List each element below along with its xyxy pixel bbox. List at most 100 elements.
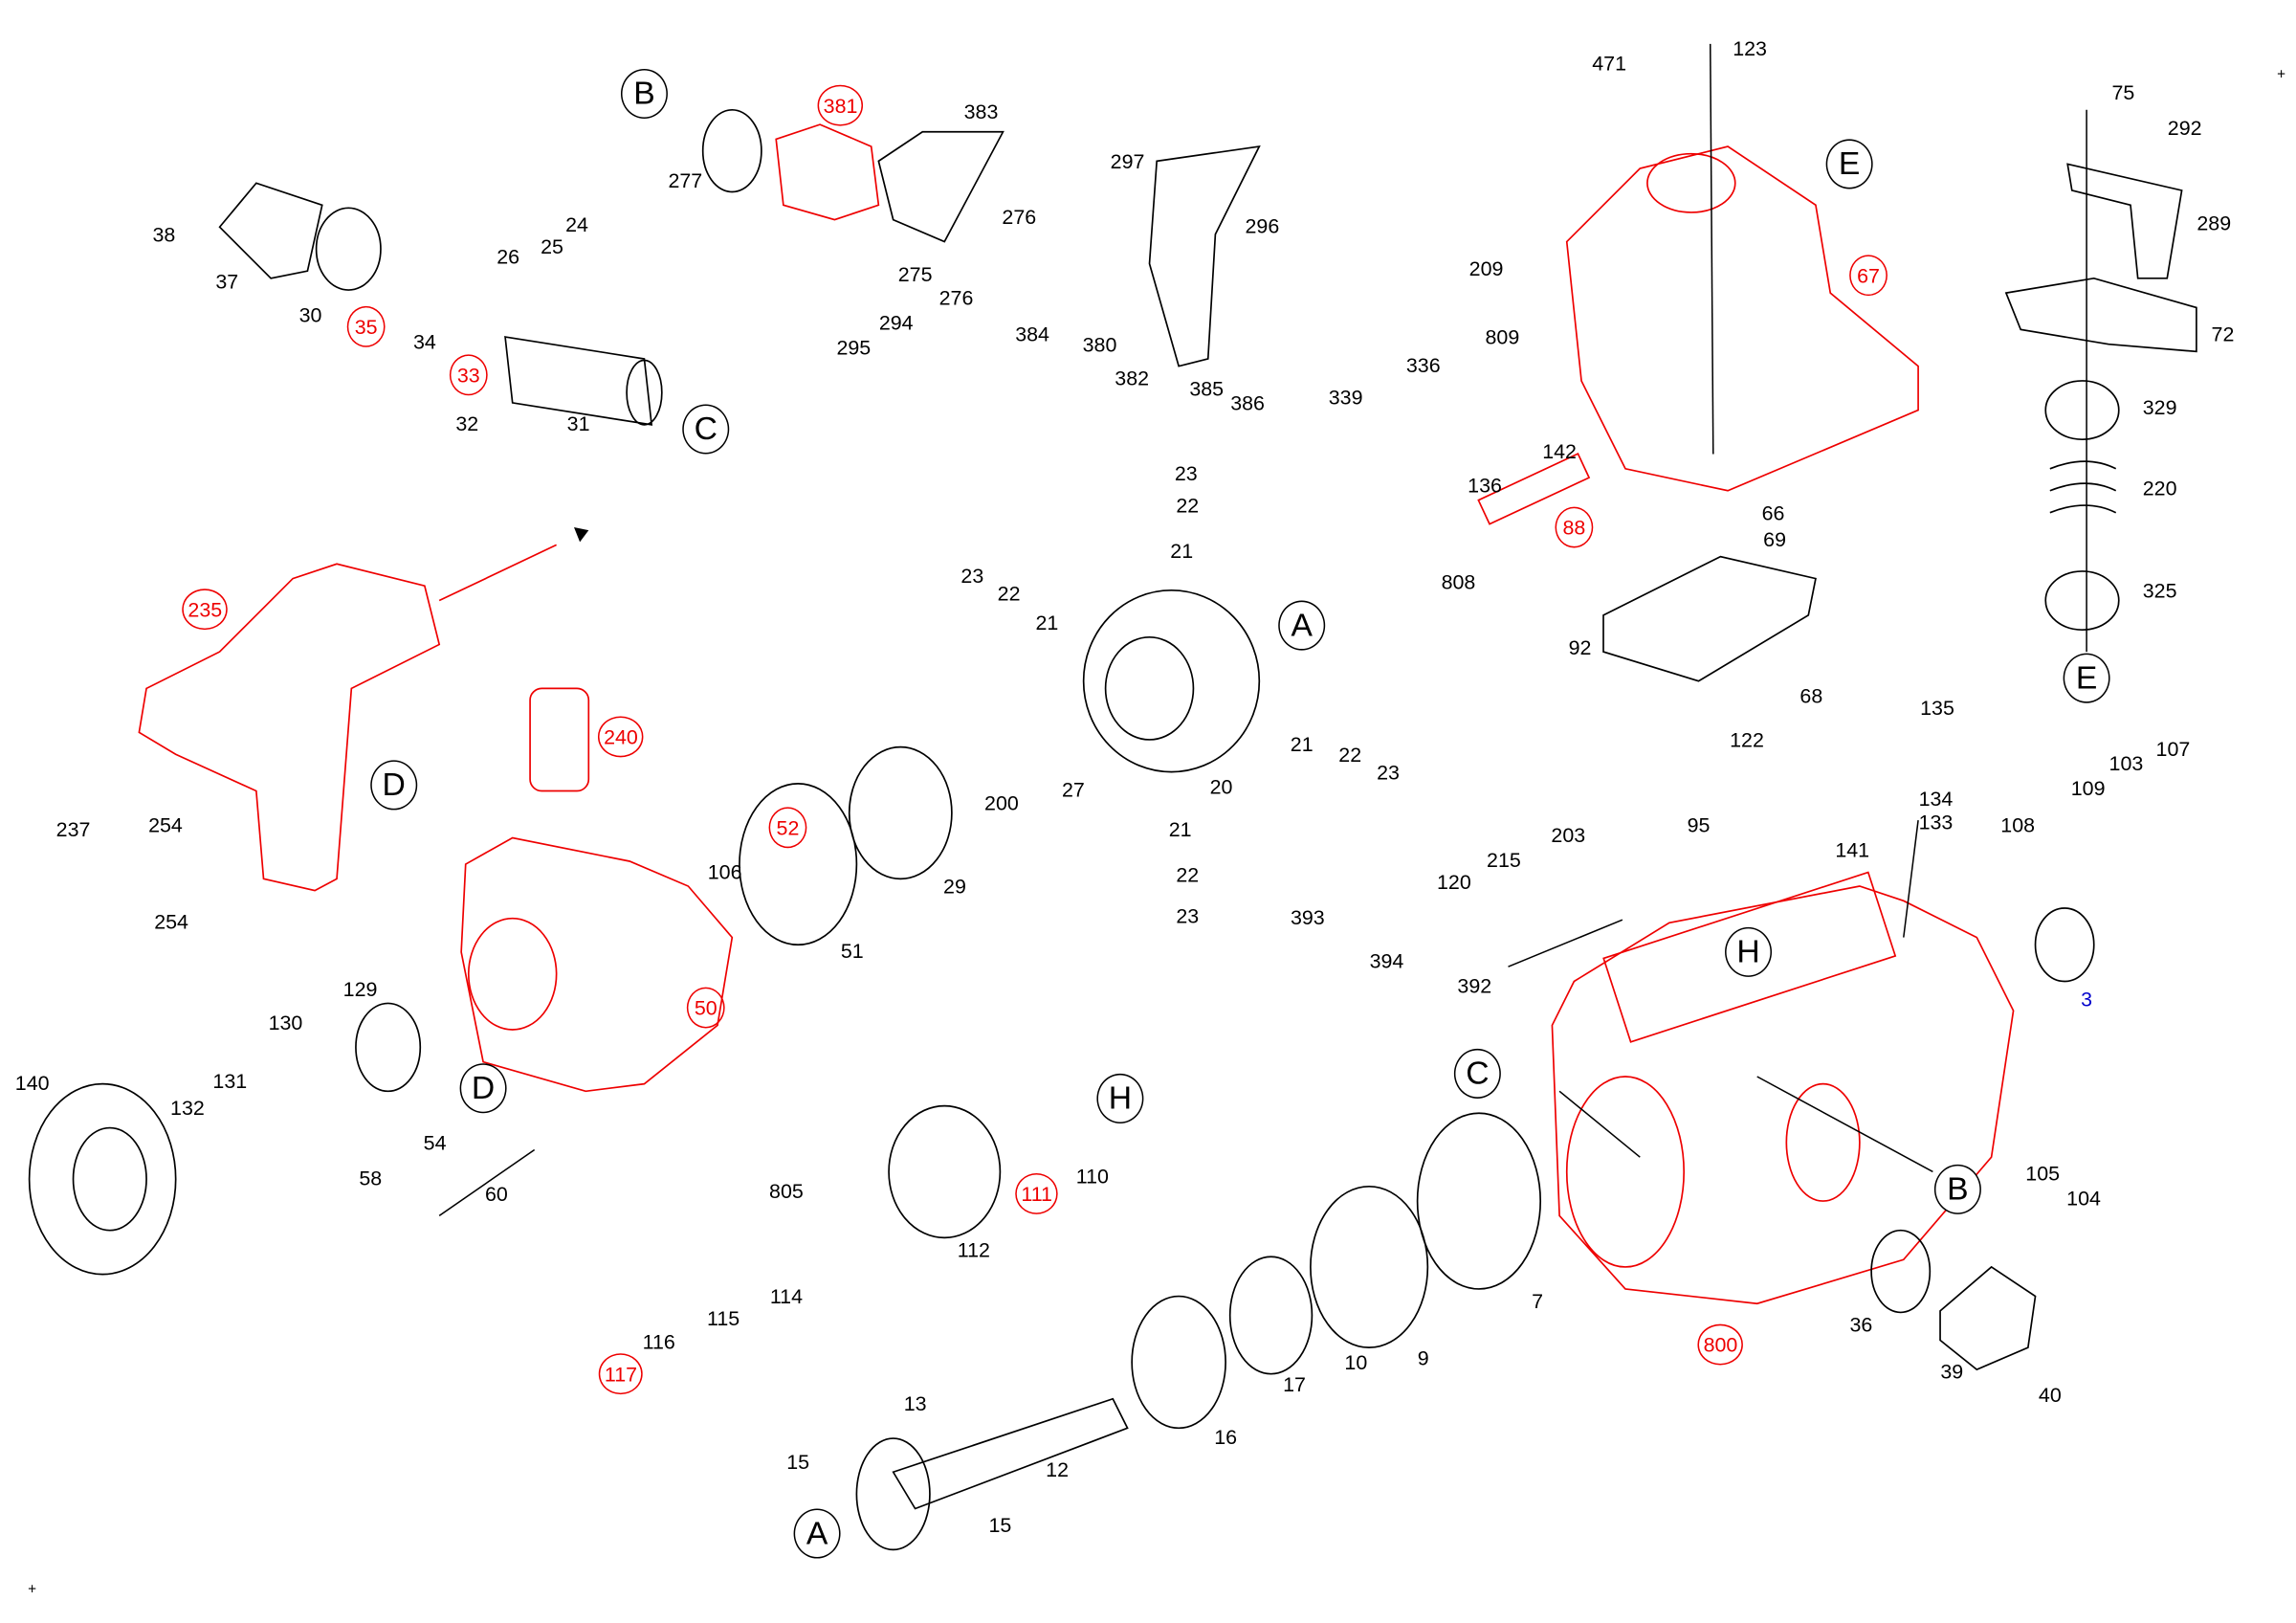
highlighted-part-label: 240 xyxy=(597,716,644,758)
part-number-label: 254 xyxy=(148,812,183,836)
part-number-label: 209 xyxy=(1468,256,1504,280)
hub-A xyxy=(855,1437,931,1551)
reference-marker-h: H xyxy=(1096,1073,1144,1123)
part-number-label: 75 xyxy=(2111,80,2135,104)
sleeve-end xyxy=(626,359,663,426)
part-number-label: 23 xyxy=(1176,903,1200,927)
part-number-label: 51 xyxy=(840,939,864,963)
plate-7 xyxy=(1416,1112,1542,1290)
highlighted-part-label: 88 xyxy=(1555,506,1594,548)
part-number-label: 805 xyxy=(769,1179,804,1203)
washer-17 xyxy=(1228,1256,1314,1375)
distributor-head-50 xyxy=(460,836,734,1093)
part-number-label: 22 xyxy=(1338,743,1362,767)
part-number-label: 104 xyxy=(2066,1186,2101,1211)
part-number-label: 292 xyxy=(2167,115,2202,140)
part-number-label: 120 xyxy=(1437,870,1471,894)
housing-bore xyxy=(1565,1076,1686,1268)
part-number-label: 115 xyxy=(707,1306,740,1330)
lever-289 xyxy=(2066,163,2183,279)
part-number-label: 380 xyxy=(1082,332,1117,356)
reference-marker-c: C xyxy=(1453,1048,1501,1099)
part-number-label: 254 xyxy=(154,909,188,933)
plate-72 xyxy=(2004,277,2197,353)
reference-marker-d: D xyxy=(370,760,418,811)
part-number-label: 809 xyxy=(1485,324,1520,349)
part-number-label: 68 xyxy=(1799,683,1823,708)
gasket-92 xyxy=(1602,555,1817,682)
part-number-label: 112 xyxy=(957,1237,990,1261)
part-number-label: 297 xyxy=(1110,149,1145,173)
plate-9 xyxy=(1310,1185,1429,1348)
part-number-label: 200 xyxy=(984,790,1019,815)
o-ring-51 xyxy=(739,783,858,946)
part-number-label: 69 xyxy=(1763,527,1787,551)
part-number-label: 24 xyxy=(565,211,588,236)
part-number-label: 22 xyxy=(997,581,1021,606)
leader-line xyxy=(438,1148,536,1217)
part-number-label: 382 xyxy=(1115,366,1150,390)
disc-29 xyxy=(848,745,953,880)
part-number-label: 16 xyxy=(1214,1425,1238,1449)
blue-part-label: 3 xyxy=(2081,987,2093,1012)
part-number-label: 109 xyxy=(2070,776,2106,800)
part-number-label: 123 xyxy=(1733,36,1767,60)
part-number-label: 294 xyxy=(878,310,914,334)
part-number-label: 12 xyxy=(1046,1456,1070,1481)
cover-dome xyxy=(1646,152,1736,213)
part-number-label: 471 xyxy=(1592,51,1627,76)
part-number-label: 129 xyxy=(342,976,378,1001)
solenoid-240 xyxy=(529,687,590,792)
part-number-label: 15 xyxy=(988,1513,1012,1537)
part-number-label: 339 xyxy=(1328,385,1363,410)
part-number-label: 34 xyxy=(412,329,436,353)
part-number-label: 36 xyxy=(1849,1312,1873,1336)
head-bore xyxy=(467,917,558,1031)
highlighted-part-label: 67 xyxy=(1849,255,1888,297)
highlighted-part-label: 111 xyxy=(1015,1173,1059,1214)
part-number-label: 135 xyxy=(1920,696,1954,720)
part-number-label: 17 xyxy=(1283,1372,1306,1396)
part-number-label: 22 xyxy=(1176,862,1200,887)
part-number-label: 289 xyxy=(2197,211,2232,234)
part-number-label: 142 xyxy=(1542,439,1577,463)
reference-marker-a: A xyxy=(1278,600,1326,651)
part-number-label: 66 xyxy=(1761,500,1785,524)
part-number-label: 215 xyxy=(1487,848,1521,872)
part-number-label: 7 xyxy=(1532,1288,1544,1313)
leader-line xyxy=(1903,820,1919,938)
part-number-label: 32 xyxy=(455,411,479,435)
highlighted-part-label: 117 xyxy=(598,1353,644,1395)
cover-67 xyxy=(1565,145,1919,492)
seal-3 xyxy=(2034,907,2095,983)
part-number-label: 394 xyxy=(1369,948,1404,973)
highlighted-part-label: 50 xyxy=(686,987,725,1029)
part-number-label: 220 xyxy=(2142,476,2177,500)
leader-line xyxy=(1756,1076,1933,1173)
reference-marker-d: D xyxy=(459,1063,507,1114)
part-number-label: 386 xyxy=(1230,390,1265,415)
highlighted-part-label: 235 xyxy=(182,589,229,631)
highlighted-part-label: 800 xyxy=(1697,1323,1744,1366)
reference-marker-a: A xyxy=(793,1508,841,1559)
plate-39 xyxy=(1939,1265,2037,1371)
part-number-label: 393 xyxy=(1290,904,1325,929)
actuator-235 xyxy=(138,563,441,892)
corner-crosshair-mark: + xyxy=(2277,67,2286,84)
part-number-label: 140 xyxy=(14,1070,50,1095)
sleeve-31 xyxy=(504,336,653,426)
cam-ring-inner xyxy=(1104,635,1195,741)
spring-220 xyxy=(2049,460,2117,514)
part-number-label: 39 xyxy=(1940,1359,1964,1383)
part-number-label: 21 xyxy=(1168,817,1192,841)
part-number-label: 23 xyxy=(1377,760,1400,784)
leader-line xyxy=(1709,43,1714,455)
cam-ring-20 xyxy=(1082,589,1261,773)
corner-crosshair-mark: + xyxy=(28,1582,37,1598)
part-number-label: 276 xyxy=(1002,205,1037,229)
shaft-12 xyxy=(892,1397,1129,1510)
part-number-label: 276 xyxy=(938,285,974,309)
part-number-label: 31 xyxy=(566,411,590,435)
